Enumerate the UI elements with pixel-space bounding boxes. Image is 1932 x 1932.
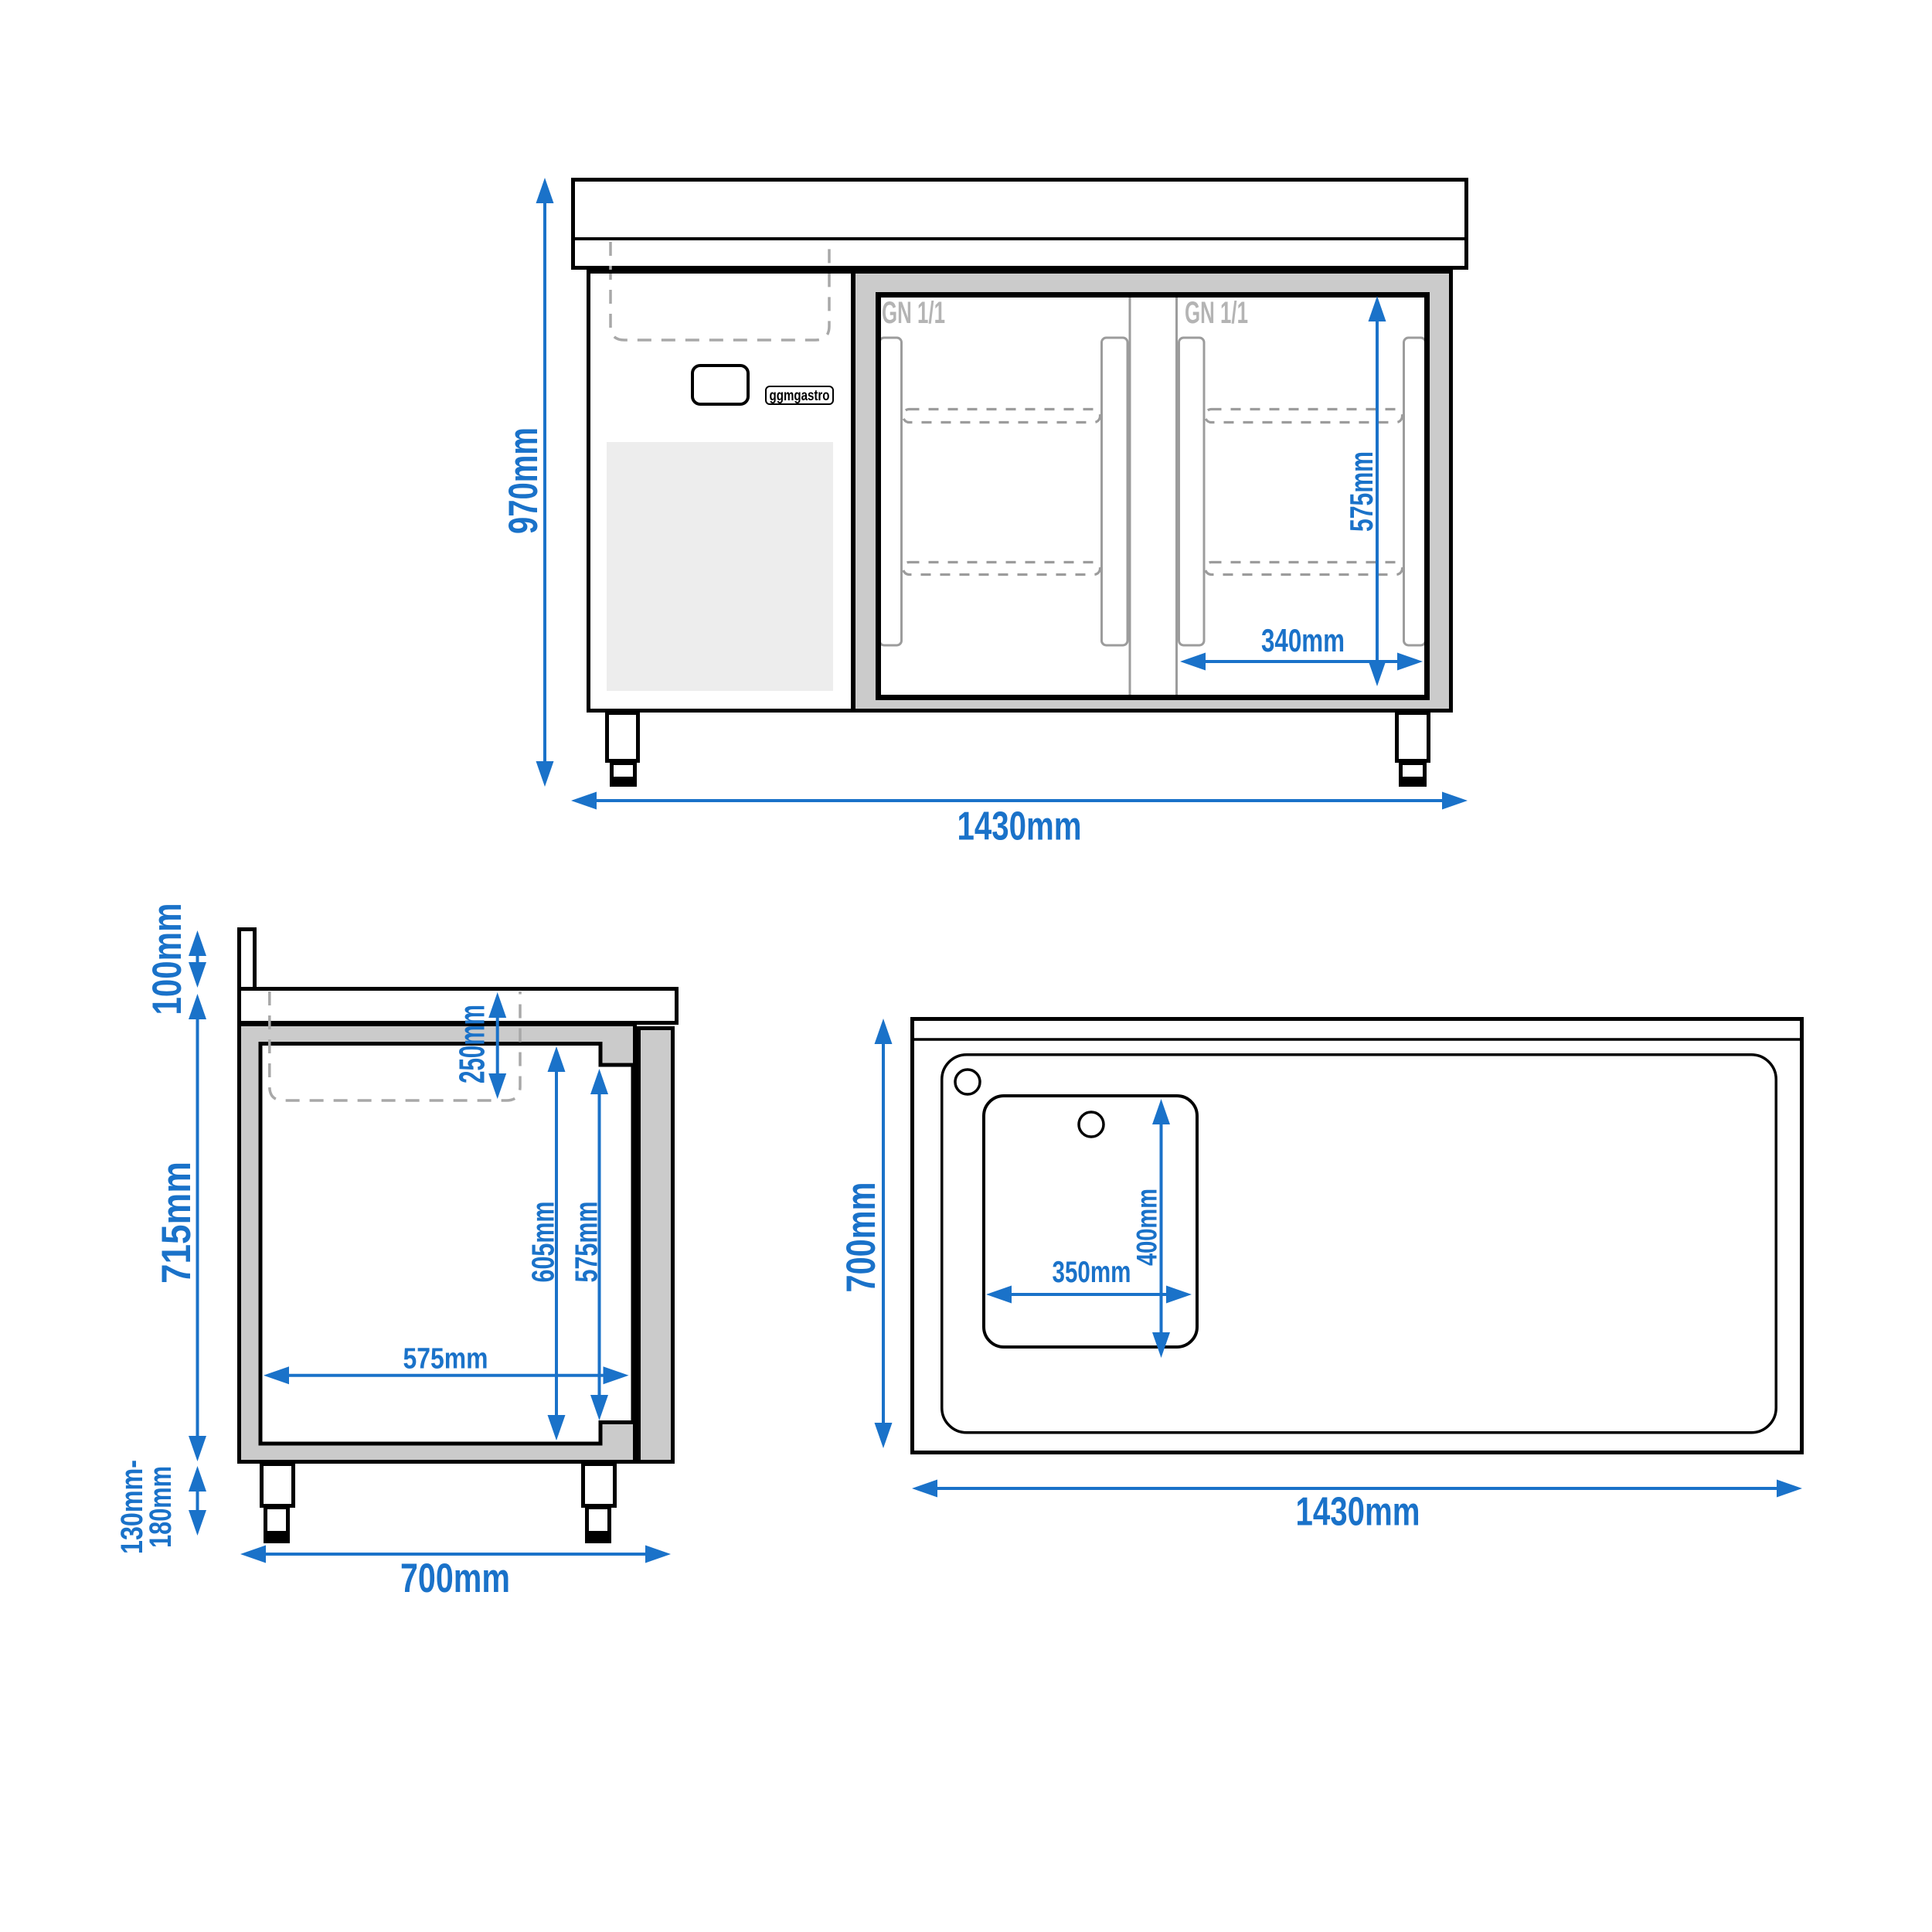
- svg-text:1430mm: 1430mm: [1296, 1490, 1420, 1535]
- svg-text:350mm: 350mm: [1053, 1256, 1131, 1289]
- svg-text:1430mm: 1430mm: [957, 804, 1082, 849]
- svg-text:GN 1/1: GN 1/1: [1185, 296, 1248, 330]
- svg-text:250mm: 250mm: [451, 1005, 492, 1083]
- svg-text:605mm: 605mm: [526, 1202, 561, 1283]
- svg-text:GN 1/1: GN 1/1: [882, 296, 945, 330]
- svg-text:130mm-: 130mm-: [115, 1460, 149, 1554]
- svg-text:700mm: 700mm: [838, 1182, 884, 1293]
- svg-text:100mm: 100mm: [145, 903, 190, 1015]
- svg-text:575mm: 575mm: [1343, 451, 1379, 532]
- svg-text:575mm: 575mm: [569, 1202, 604, 1283]
- svg-text:340mm: 340mm: [1261, 622, 1345, 658]
- svg-text:715mm: 715mm: [154, 1162, 199, 1284]
- svg-text:700mm: 700mm: [400, 1556, 510, 1601]
- svg-text:180mm: 180mm: [144, 1466, 178, 1548]
- svg-text:970mm: 970mm: [501, 427, 546, 534]
- svg-text:400mm: 400mm: [1131, 1189, 1162, 1266]
- svg-text:575mm: 575mm: [403, 1343, 488, 1376]
- svg-text:ggmgastro: ggmgastro: [770, 388, 830, 404]
